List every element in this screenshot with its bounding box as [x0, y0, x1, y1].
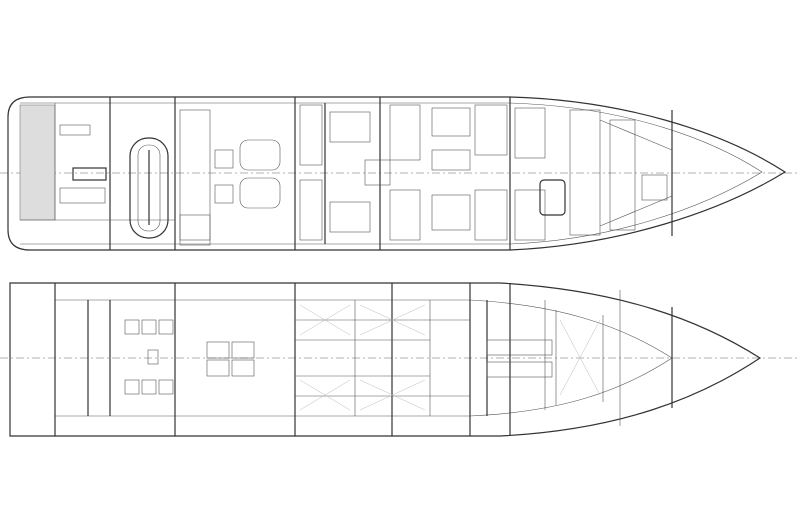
hull-outline — [9, 282, 762, 437]
lower-deck-plan — [0, 282, 800, 437]
aft-deck-teak — [19, 104, 56, 221]
crew-mess — [179, 109, 281, 246]
engines-and-hatches — [124, 319, 255, 395]
main-deck-plan — [0, 96, 800, 251]
hull-outline — [7, 96, 787, 251]
galley — [59, 124, 107, 204]
bulkheads — [54, 283, 673, 436]
forward-crew-area — [514, 107, 673, 241]
forward-stores — [486, 339, 553, 378]
tender — [129, 137, 169, 239]
inner-hull-line — [20, 102, 763, 245]
bulkheads — [20, 97, 673, 250]
guest-cabins — [299, 103, 508, 244]
tanks — [295, 300, 601, 416]
